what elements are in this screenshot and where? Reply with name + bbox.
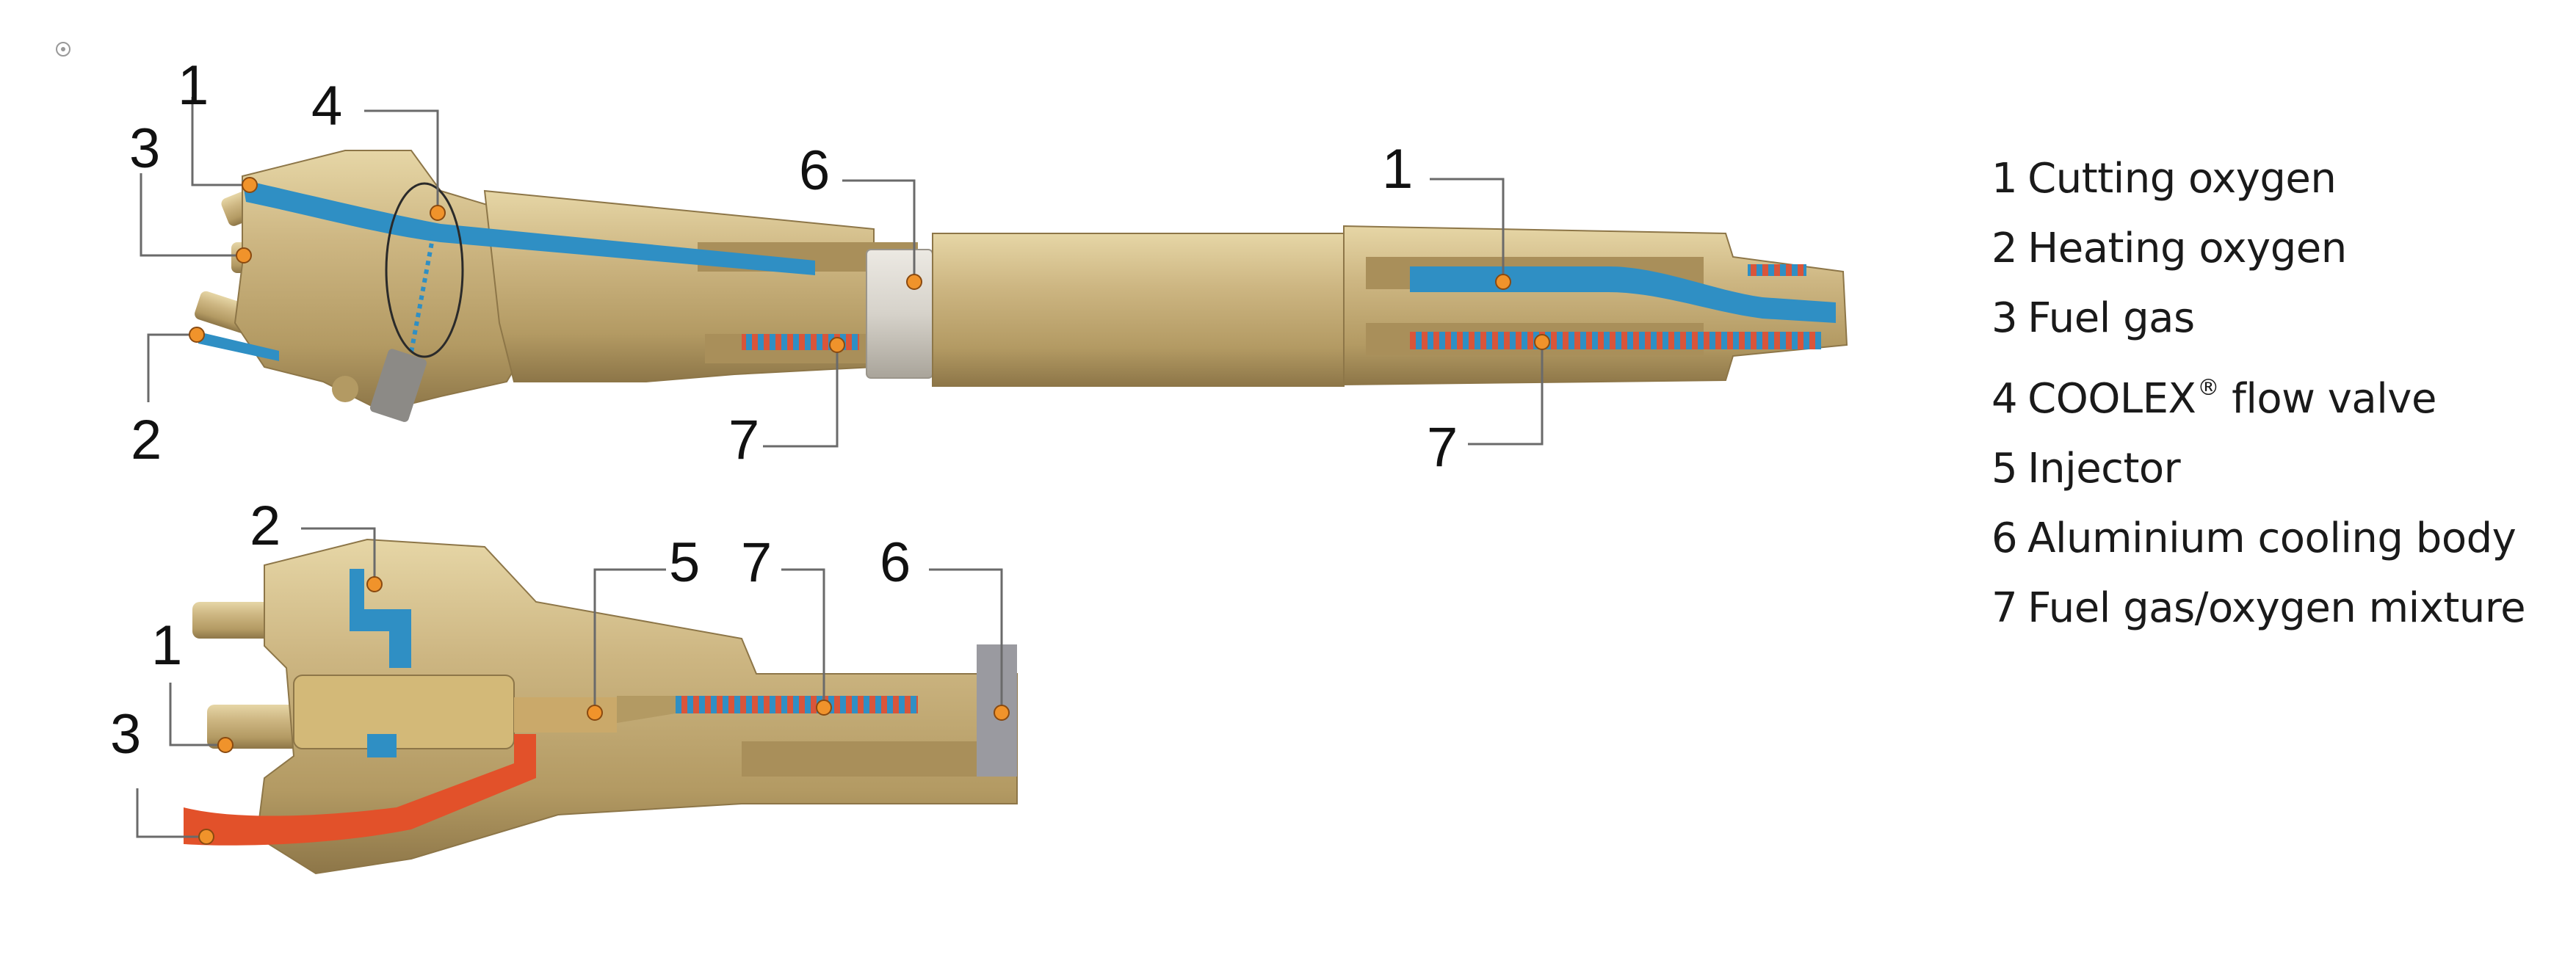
legend-label: Aluminium cooling body (2027, 515, 2517, 562)
callout-number: 1 (1382, 138, 1413, 200)
legend-label: Heating oxygen (2027, 225, 2347, 272)
callout-dot-flow-valve (430, 205, 446, 221)
callout-dot-heating-oxygen (189, 327, 205, 343)
callout-dot-mixture (829, 337, 845, 353)
callout-markers (189, 177, 1550, 845)
legend-number: 1 (1991, 155, 2018, 203)
legend-label: Fuel gas/oxygen mixture (2027, 584, 2526, 632)
callout-dot-cutting-oxygen (242, 177, 258, 193)
callout-dot-heating-oxygen-bottom (366, 576, 383, 592)
legend-number: 7 (1991, 584, 2018, 632)
legend-number: 2 (1991, 225, 2018, 272)
callout-number: 3 (129, 117, 160, 180)
callout-number: 2 (131, 409, 162, 471)
callout-dot-cooling-body-bottom (994, 705, 1010, 721)
torch-top-illustration (195, 150, 1848, 422)
legend-label: COOLEX (2027, 375, 2196, 423)
callout-number: 5 (669, 531, 700, 594)
callout-leaders (136, 97, 1544, 838)
legend-number: 4 (1991, 375, 2018, 423)
callout-number: 1 (151, 614, 182, 677)
callout-number: 7 (741, 531, 772, 594)
callout-dot-cooling-body (906, 274, 922, 290)
legend-label: Injector (2027, 445, 2181, 493)
callout-number: 2 (250, 495, 281, 557)
callout-dot-injector (587, 705, 603, 721)
legend-number: 5 (1991, 445, 2018, 493)
legend-label-suffix: flow valve (2218, 375, 2436, 423)
callout-dot-mixture-nozzle (1534, 334, 1550, 350)
callout-number: 7 (728, 409, 759, 471)
callout-dot-fuel-gas-bottom (198, 829, 214, 845)
legend-number: 6 (1991, 515, 2018, 562)
callout-number: 6 (799, 139, 830, 202)
callout-dot-cutting-oxygen-bottom (217, 737, 234, 753)
callout-number: 1 (178, 54, 209, 117)
callout-dot-cutting-oxygen-nozzle (1495, 274, 1511, 290)
legend-label: Cutting oxygen (2027, 155, 2337, 203)
callout-number: 3 (110, 703, 141, 766)
registered-trademark-mark: ® (2197, 375, 2219, 401)
callout-dot-fuel-gas (236, 247, 252, 264)
callout-number: 6 (880, 531, 911, 594)
callout-number: 4 (311, 75, 342, 137)
callout-dot-mixture-bottom (816, 699, 832, 716)
torch-bottom-illustration (184, 538, 1018, 875)
legend-label: Fuel gas (2027, 294, 2195, 342)
callout-number: 7 (1427, 416, 1458, 479)
registration-mark-icon (56, 42, 70, 57)
callout-numbers: 1 3 4 2 6 7 1 7 2 1 3 5 7 6 (110, 54, 1458, 766)
legend-number: 3 (1991, 294, 2018, 342)
